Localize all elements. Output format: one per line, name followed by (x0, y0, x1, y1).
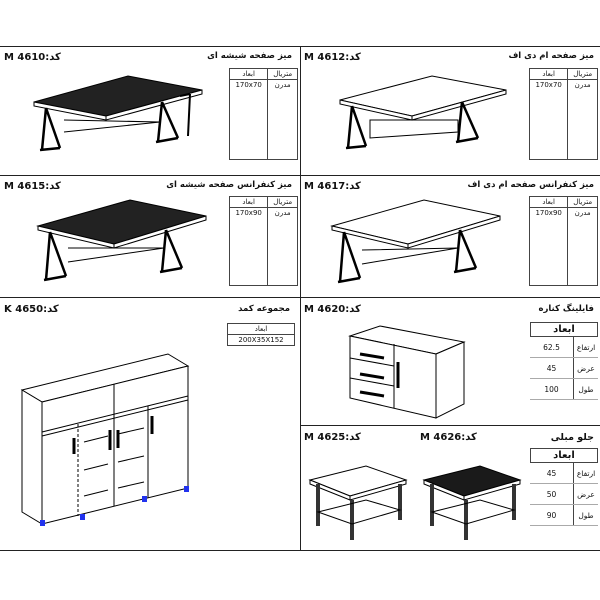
product-title: میز صفحه ام دی اف (508, 51, 594, 61)
product-title: میز صفحه شیشه ای (207, 51, 292, 61)
material-header: متریال (567, 68, 598, 80)
dims-row: 50 عرض (530, 484, 598, 505)
dims-header: ابعاد (530, 448, 598, 463)
dims-value: 200X35X152 (227, 334, 295, 346)
product-code: M 4612:کد (304, 52, 361, 63)
coffee-table-mdf-illustration (308, 465, 408, 540)
product-title: میز کنفرانس صفحه ام دی اف (467, 180, 594, 190)
dims-value: 170x70 (228, 79, 269, 160)
product-title: جلو مبلی (550, 432, 594, 443)
dims-header: ابعاد (528, 196, 569, 208)
dims-value: 45 (546, 468, 557, 478)
dims-header: ابعاد (228, 68, 269, 80)
dims-label: عرض (573, 484, 598, 504)
dims-label: ارتفاع (573, 463, 598, 483)
divider (300, 425, 600, 426)
product-code: M 4620:کد (304, 304, 361, 315)
mdf-desk-illustration (339, 75, 507, 150)
product-code-right: M 4626:کد (420, 432, 477, 443)
product-code: K 4650:کد (4, 304, 59, 315)
product-code: M 4615:کد (4, 181, 61, 192)
material-header: متریال (267, 196, 298, 208)
material-value: مدرن (567, 207, 598, 286)
dims-value: 170x90 (528, 207, 569, 286)
cabinet-set-illustration (20, 353, 190, 526)
dims-value: 62.5 (543, 342, 560, 352)
material-header: متریال (567, 196, 598, 208)
dims-value: 170x70 (528, 79, 569, 160)
dims-header: ابعاد (528, 68, 569, 80)
material-value: مدرن (567, 79, 598, 160)
filing-cabinet-illustration (348, 325, 466, 419)
dims-header: ابعاد (530, 322, 598, 337)
dims-row: 45 ارتفاع (530, 463, 598, 484)
divider (300, 46, 301, 550)
dims-header: ابعاد (228, 196, 269, 208)
mdf-conference-table-illustration (330, 199, 501, 284)
dims-table: ابعاد 62.5 ارتفاع 45 عرض 100 طول (530, 322, 598, 400)
dims-value: 45 (546, 363, 557, 373)
dims-row: 100 طول (530, 379, 598, 400)
glass-conference-table-illustration (36, 199, 207, 282)
dims-value: 170x90 (228, 207, 269, 286)
dims-row: 62.5 ارتفاع (530, 337, 598, 358)
product-title: میز کنفرانس صفحه شیشه ای (166, 180, 292, 190)
dims-label: عرض (573, 358, 598, 378)
material-header: متریال (267, 68, 298, 80)
dims-label: ارتفاع (573, 337, 598, 357)
material-value: مدرن (267, 207, 298, 286)
dims-header: ابعاد (227, 323, 295, 335)
divider (0, 550, 600, 551)
spec-table: ابعاد 200X35X152 (227, 323, 295, 346)
product-code: M 4617:کد (304, 181, 361, 192)
dims-row: 90 طول (530, 505, 598, 526)
dims-value: 50 (546, 489, 557, 499)
glass-desk-illustration (33, 75, 203, 152)
product-title: فایلینگ کناره (538, 304, 594, 314)
product-code-left: M 4625:کد (304, 432, 361, 443)
product-code: M 4610:کد (4, 52, 61, 63)
dims-label: طول (573, 379, 598, 399)
material-value: مدرن (267, 79, 298, 160)
product-title: مجموعه کمد (238, 304, 290, 314)
dims-value: 100 (544, 384, 559, 394)
coffee-table-glass-illustration (422, 465, 522, 540)
dims-value: 90 (546, 510, 557, 520)
dims-table: ابعاد 45 ارتفاع 50 عرض 90 طول (530, 448, 598, 526)
dims-row: 45 عرض (530, 358, 598, 379)
dims-label: طول (573, 505, 598, 525)
